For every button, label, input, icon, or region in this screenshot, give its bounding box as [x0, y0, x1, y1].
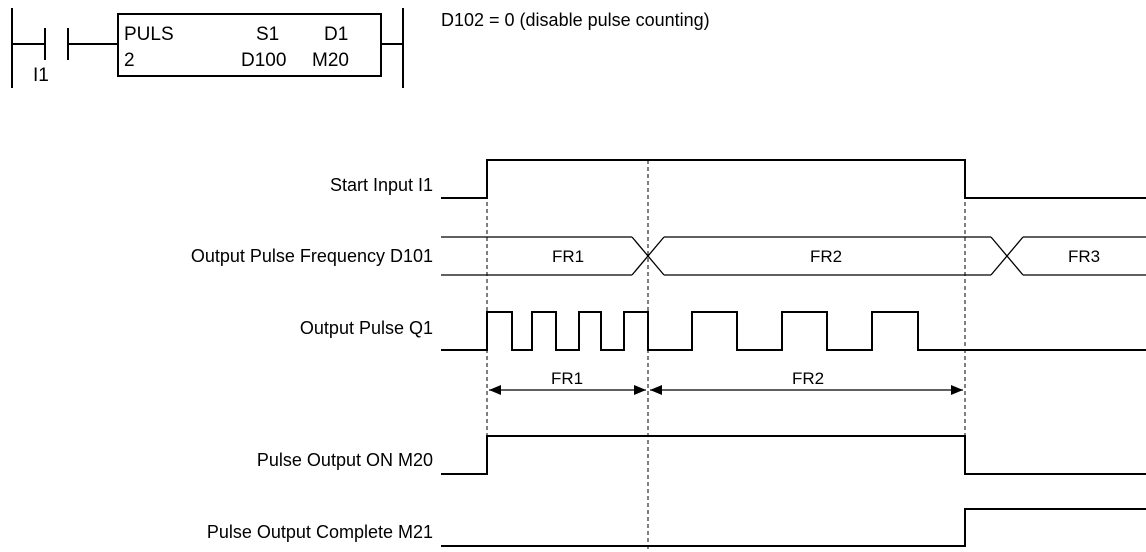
bus-label-fr3: FR3	[1068, 247, 1100, 266]
time-markers	[486, 160, 966, 550]
d1-value: M20	[312, 50, 349, 71]
bus-transition-2b	[990, 236, 1024, 276]
signal-label-pulse-on: Pulse Output ON M20	[257, 450, 433, 470]
signal-labels: Start Input I1 Output Pulse Frequency D1…	[191, 175, 433, 542]
waveform-pulse-complete	[441, 508, 1146, 547]
puls-instruction-box: PULS S1 D1 2 D100 M20	[117, 13, 382, 77]
setting-note: D102 = 0 (disable pulse counting)	[441, 10, 710, 30]
waveform-output-pulse	[441, 311, 1146, 351]
waveform-start-input	[441, 159, 1146, 199]
mode-value: 2	[124, 50, 135, 71]
bus-label-fr2: FR2	[810, 247, 842, 266]
waveform-pulse-frequency: FR1 FR2 FR3	[441, 236, 1146, 276]
waveform-pulse-on	[441, 435, 1146, 475]
interval-fr2: FR2	[650, 369, 963, 395]
contact-i1	[44, 28, 69, 60]
signal-label-start-input: Start Input I1	[330, 175, 433, 195]
interval-fr1-arrow-right	[634, 385, 646, 395]
interval-fr2-arrow-right	[951, 385, 963, 395]
instruction-name: PULS	[124, 24, 174, 45]
s1-header: S1	[256, 24, 279, 45]
s1-value: D100	[241, 50, 286, 71]
interval-fr1: FR1	[489, 369, 646, 395]
signal-label-output-pulse: Output Pulse Q1	[300, 318, 433, 338]
bus-transition-1b	[631, 236, 665, 276]
interval-label-fr1: FR1	[551, 369, 583, 388]
interval-label-fr2: FR2	[792, 369, 824, 388]
contact-label: I1	[33, 65, 49, 86]
d1-header: D1	[324, 24, 348, 45]
ladder-rung: I1 PULS S1 D1 2 D100 M20	[11, 8, 404, 88]
signal-label-pulse-complete: Pulse Output Complete M21	[207, 522, 433, 542]
bus-label-fr1: FR1	[552, 247, 584, 266]
signal-label-pulse-frequency: Output Pulse Frequency D101	[191, 246, 433, 266]
interval-fr1-arrow-left	[489, 385, 501, 395]
interval-fr2-arrow-left	[650, 385, 662, 395]
